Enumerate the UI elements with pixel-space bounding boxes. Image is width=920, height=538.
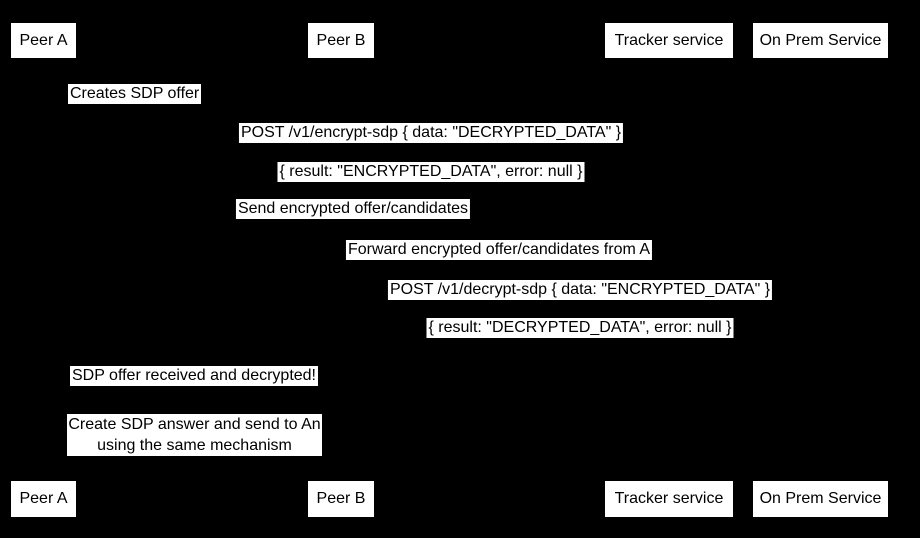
actor-box-peer-b-bottom: Peer B xyxy=(308,481,374,517)
actor-label: Peer B xyxy=(316,31,366,49)
lifeline-on-prem-service xyxy=(820,58,821,481)
actor-label: Peer A xyxy=(19,31,68,49)
note-line-1: Create SDP answer and send to An xyxy=(68,416,321,433)
message-label-send-encrypted-offer: Send encrypted offer/candidates xyxy=(235,199,471,219)
actor-label: On Prem Service xyxy=(759,490,882,507)
actor-box-peer-b-top: Peer B xyxy=(308,23,374,58)
lifeline-peer-a xyxy=(43,58,44,481)
actor-label: Peer B xyxy=(316,490,366,507)
lifeline-tracker-service xyxy=(669,58,670,481)
actor-label: Peer A xyxy=(19,490,68,507)
actor-label: Tracker service xyxy=(614,490,724,507)
message-label-creates-sdp-offer: Creates SDP offer xyxy=(68,84,202,104)
actor-box-on-prem-service-bottom: On Prem Service xyxy=(753,481,888,517)
note-box-create-sdp-answer: Create SDP answer and send to An using t… xyxy=(67,414,322,456)
actor-box-tracker-service-bottom: Tracker service xyxy=(605,481,733,517)
message-label-post-encrypt-sdp: POST /v1/encrypt-sdp { data: "DECRYPTED_… xyxy=(238,123,624,143)
message-label-sdp-offer-received: SDP offer received and decrypted! xyxy=(70,366,318,386)
message-label-decrypt-result: { result: "DECRYPTED_DATA", error: null … xyxy=(426,318,734,338)
actor-box-tracker-service-top: Tracker service xyxy=(605,23,733,58)
actor-box-peer-a-top: Peer A xyxy=(11,23,76,58)
actor-box-peer-a-bottom: Peer A xyxy=(11,481,76,517)
actor-box-on-prem-service-top: On Prem Service xyxy=(753,23,888,58)
message-label-post-decrypt-sdp: POST /v1/decrypt-sdp { data: "ENCRYPTED_… xyxy=(387,280,773,300)
actor-label: Tracker service xyxy=(614,31,724,49)
note-line-2: using the same mechanism xyxy=(97,437,292,454)
message-label-forward-encrypted-offer: Forward encrypted offer/candidates from … xyxy=(345,240,653,260)
message-label-encrypt-result: { result: "ENCRYPTED_DATA", error: null … xyxy=(277,162,585,182)
lifeline-peer-b xyxy=(341,58,342,481)
actor-label: On Prem Service xyxy=(759,31,882,49)
